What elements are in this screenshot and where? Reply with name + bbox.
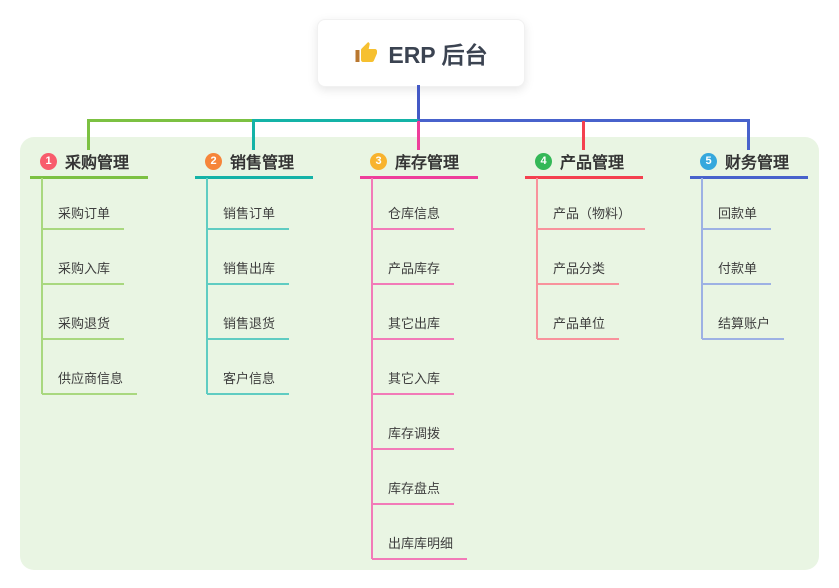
subtopic[interactable]: 出库库明细 [372,535,468,560]
branch-drop-line [252,121,255,150]
subtopic[interactable]: 产品分类 [537,260,620,285]
branch-drop-line [87,119,90,150]
branch-underline [360,176,478,179]
branch-topic[interactable]: 1 采购管理 [40,149,129,173]
bus-line [252,119,418,122]
root-topic-label: ERP 后台 [388,42,488,68]
subtopic-label: 其它出库 [388,316,441,331]
subtopic-label: 采购订单 [58,206,111,221]
branch-trunk-line [41,178,43,394]
subtopic[interactable]: 仓库信息 [372,205,455,230]
subtopic[interactable]: 客户信息 [207,370,290,395]
subtopic[interactable]: 销售退货 [207,315,290,340]
subtopic[interactable]: 产品单位 [537,315,620,340]
branch-trunk-line [371,178,373,559]
branch-trunk-line [701,178,703,339]
bus-line [418,119,750,122]
subtopic[interactable]: 采购订单 [42,205,125,230]
branch-number-badge: 1 [40,152,57,170]
branch-number-badge: 3 [370,152,387,170]
subtopic-label: 产品单位 [553,316,606,331]
subtopic-label: 产品（物料） [553,206,632,221]
subtopic[interactable]: 库存调拨 [372,425,455,450]
subtopic-label: 回款单 [718,206,758,221]
branch-drop-line [747,119,750,150]
subtopic-label: 其它入库 [388,371,441,386]
root-topic[interactable]: ERP 后台 [317,19,525,87]
branch-trunk-line [206,178,208,394]
subtopic-label: 结算账户 [718,316,771,331]
subtopic-label: 采购退货 [58,316,111,331]
subtopic[interactable]: 销售出库 [207,260,290,285]
subtopic-label: 付款单 [718,261,758,276]
branch-topic[interactable]: 5 财务管理 [700,149,789,173]
branch-label: 财务管理 [725,155,790,172]
branch-topic[interactable]: 3 库存管理 [370,149,459,173]
branch-label: 产品管理 [560,155,625,172]
subtopic[interactable]: 产品库存 [372,260,455,285]
subtopic-label: 销售订单 [223,206,276,221]
branches-panel [20,137,819,570]
subtopic[interactable]: 结算账户 [702,315,785,340]
branch-underline [30,176,148,179]
subtopic[interactable]: 供应商信息 [42,370,138,395]
branch-underline [525,176,643,179]
branch-drop-line [417,121,420,150]
bus-line [87,119,252,122]
subtopic[interactable]: 销售订单 [207,205,290,230]
subtopic-label: 客户信息 [223,371,276,386]
subtopic-label: 销售退货 [223,316,276,331]
branch-underline [690,176,808,179]
branch-label: 采购管理 [65,155,130,172]
branch-number-badge: 4 [535,152,552,170]
thumbs-up-icon [354,41,378,65]
branch-underline [195,176,313,179]
root-stem-line [417,85,420,119]
subtopic-label: 产品分类 [553,261,606,276]
subtopic[interactable]: 其它出库 [372,315,455,340]
subtopic-label: 产品库存 [388,261,441,276]
subtopic-label: 仓库信息 [388,206,441,221]
branch-trunk-line [536,178,538,339]
subtopic-label: 销售出库 [223,261,276,276]
subtopic[interactable]: 回款单 [702,205,772,230]
branch-label: 销售管理 [230,155,295,172]
subtopic[interactable]: 其它入库 [372,370,455,395]
subtopic-label: 库存调拨 [388,426,441,441]
branch-drop-line [582,121,585,150]
branch-topic[interactable]: 4 产品管理 [535,149,624,173]
subtopic[interactable]: 采购入库 [42,260,125,285]
subtopic-label: 供应商信息 [58,371,124,386]
branch-number-badge: 2 [205,152,222,170]
subtopic[interactable]: 库存盘点 [372,480,455,505]
subtopic-label: 采购入库 [58,261,111,276]
subtopic[interactable]: 采购退货 [42,315,125,340]
branch-label: 库存管理 [395,155,460,172]
branch-number-badge: 5 [700,152,717,170]
subtopic[interactable]: 产品（物料） [537,205,646,230]
branch-topic[interactable]: 2 销售管理 [205,149,294,173]
subtopic-label: 库存盘点 [388,481,441,496]
subtopic[interactable]: 付款单 [702,260,772,285]
subtopic-label: 出库库明细 [388,536,454,551]
